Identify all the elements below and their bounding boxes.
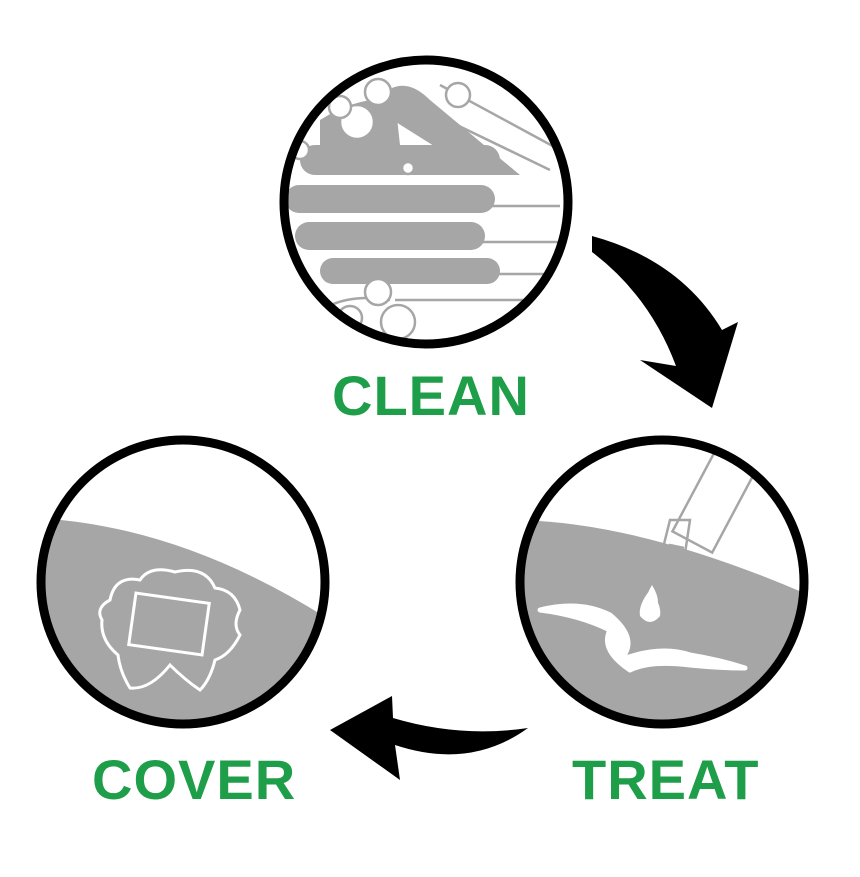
soapy-hands-icon bbox=[285, 77, 561, 341]
bandage-icon bbox=[41, 518, 325, 724]
treat-label: TREAT bbox=[572, 748, 760, 811]
treat-step-circle bbox=[515, 435, 809, 729]
cover-label: COVER bbox=[92, 748, 297, 811]
arrow-clean-to-treat bbox=[592, 236, 738, 408]
clean-label: CLEAN bbox=[332, 364, 530, 427]
cover-step-circle bbox=[36, 435, 330, 729]
clean-step-circle bbox=[279, 55, 573, 349]
ointment-tube-icon bbox=[520, 450, 804, 724]
arrow-treat-to-cover bbox=[330, 696, 528, 780]
